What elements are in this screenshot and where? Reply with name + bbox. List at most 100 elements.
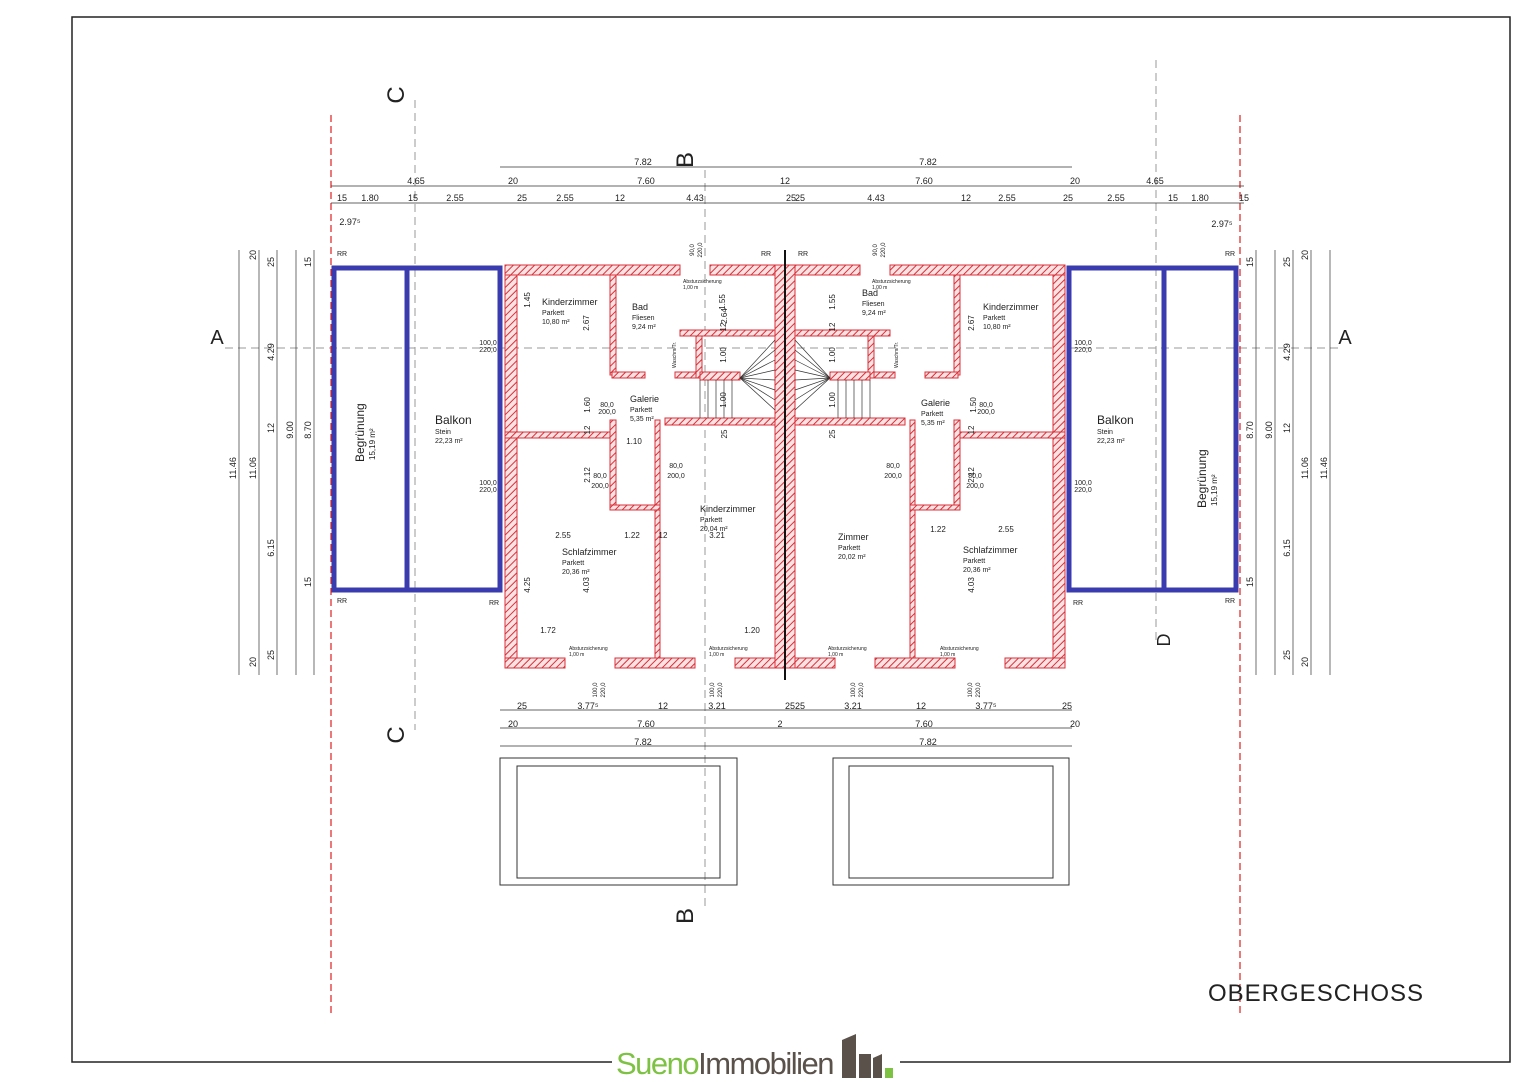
note-label: Absturzsicherung [940,646,979,652]
dimension-label: 4.25 [523,577,532,593]
opening-size-label: 220,0 [976,682,982,698]
dimension-label: 15 [1245,577,1255,587]
room-floor: Parkett [963,558,985,565]
balconies [331,265,1239,593]
dimension-label: 15 [303,577,313,587]
dimension-label: 1.50 [969,397,978,413]
opening-size-label: 90,0 [690,244,696,256]
dimension-label: 7.60 [637,719,655,729]
room-area: 22,23 m² [435,438,463,445]
opening-size-label: 80,0 [968,473,982,480]
note-label: RR [1225,598,1235,605]
opening-size-label: 80,0 [593,473,607,480]
dimension-label: 12 [1282,423,1292,433]
dimension-label: 2.12 [967,467,976,483]
dimension-label: 7.82 [634,737,652,747]
opening-size-label: 80,0 [669,463,683,470]
section-marker: B [672,908,699,924]
stairs [699,339,871,418]
room-floor: Stein [1097,429,1113,436]
note-label: Waschm/Tr. [894,342,900,368]
dimension-label: 20 [1070,719,1080,729]
dimension-label: 9.00 [1264,421,1274,439]
dimension-label: 4.03 [967,577,976,593]
room-name: Schlafzimmer [562,547,617,557]
room-name: Balkon [435,413,472,427]
dimension-label: 8.70 [303,421,313,439]
dimension-label: 1.45 [523,292,532,308]
dimension-label: 25 [795,193,805,203]
room-name: Bad [632,302,648,312]
room-name: Kinderzimmer [700,504,756,514]
opening-size-label: 220,0 [881,242,887,258]
dimension-label: 15 [1168,193,1178,203]
dimension-label: 3.77⁵ [577,701,599,711]
dimension-label: 25 [517,193,527,203]
opening-size-label: 100,0 [851,682,857,698]
dimension-label: 1.80 [1191,193,1209,203]
opening-size-label: 220,0 [1074,347,1092,354]
dimension-label: 2.55 [998,193,1016,203]
company-logo: SuenoImmobilien [612,1032,901,1082]
opening-size-label: 220,0 [479,347,497,354]
room-floor: Parkett [562,560,584,567]
section-marker: A [1338,327,1352,349]
dimension-label: 15 [408,193,418,203]
dimension-label: 20 [1070,176,1080,186]
logo-buildings-icon [842,1034,894,1078]
room-name: Schlafzimmer [963,545,1018,555]
dimension-label: 6.15 [1282,539,1292,557]
note-label: 1,00 m [709,652,724,658]
dimension-label: 12 [961,193,971,203]
room-area: 22,23 m² [1097,438,1125,445]
dimension-label: 3.21 [709,531,725,540]
dimension-label: 25 [266,650,276,660]
dimension-label: 1.00 [719,392,728,408]
dimension-label: 1.80 [361,193,379,203]
dimension-label: 25 [795,701,805,711]
dimension-label: 20 [248,250,258,260]
room-floor: Parkett [542,310,564,317]
dimension-label: 3.77⁵ [975,701,997,711]
note-label: RR [761,251,771,258]
room-floor: Parkett [983,315,1005,322]
opening-size-label: 100,0 [1074,480,1092,487]
dimension-label: 20 [508,176,518,186]
dimension-label: 25 [517,701,527,711]
opening-size-label: 220,0 [601,682,607,698]
dimension-label: 12 [780,176,790,186]
drawing-title: OBERGESCHOSS [1208,980,1425,1007]
dimension-label: 15 [337,193,347,203]
room-floor: Parkett [921,411,943,418]
note-label: RR [1225,251,1235,258]
greenery-name: Begrünung [1195,449,1209,508]
note-label: Absturzsicherung [709,646,748,652]
garage-right [832,757,1070,886]
dimension-label: 1.22 [624,531,640,540]
note-label: 1,00 m [828,652,843,658]
section-marker: D [1154,634,1174,647]
note-label: Absturzsicherung [683,279,722,285]
dimension-lines [238,166,1331,747]
logo-text-immobilien: Immobilien [698,1046,834,1081]
dimension-label: 11.06 [1300,457,1310,479]
dimension-label: 2.97⁵ [1211,219,1233,229]
dimension-label: 12 [719,322,728,331]
room-floor: Parkett [700,517,722,524]
dimension-label: 2.55 [446,193,464,203]
dimension-label: 7.82 [919,737,937,747]
opening-size-label: 200,0 [667,473,685,480]
dimension-label: 4.29 [266,343,276,361]
note-label: RR [798,251,808,258]
dimension-label: 12 [266,423,276,433]
room-area: 10,80 m² [542,319,570,326]
opening-size-label: 100,0 [968,682,974,698]
note-label: Absturzsicherung [828,646,867,652]
note-label: Absturzsicherung [569,646,608,652]
dimension-label: 1.72 [540,626,556,635]
room-area: 5,35 m² [630,416,654,423]
section-marker: A [210,327,224,349]
note-label: 1,00 m [940,652,955,658]
dimension-label: 15 [303,257,313,267]
